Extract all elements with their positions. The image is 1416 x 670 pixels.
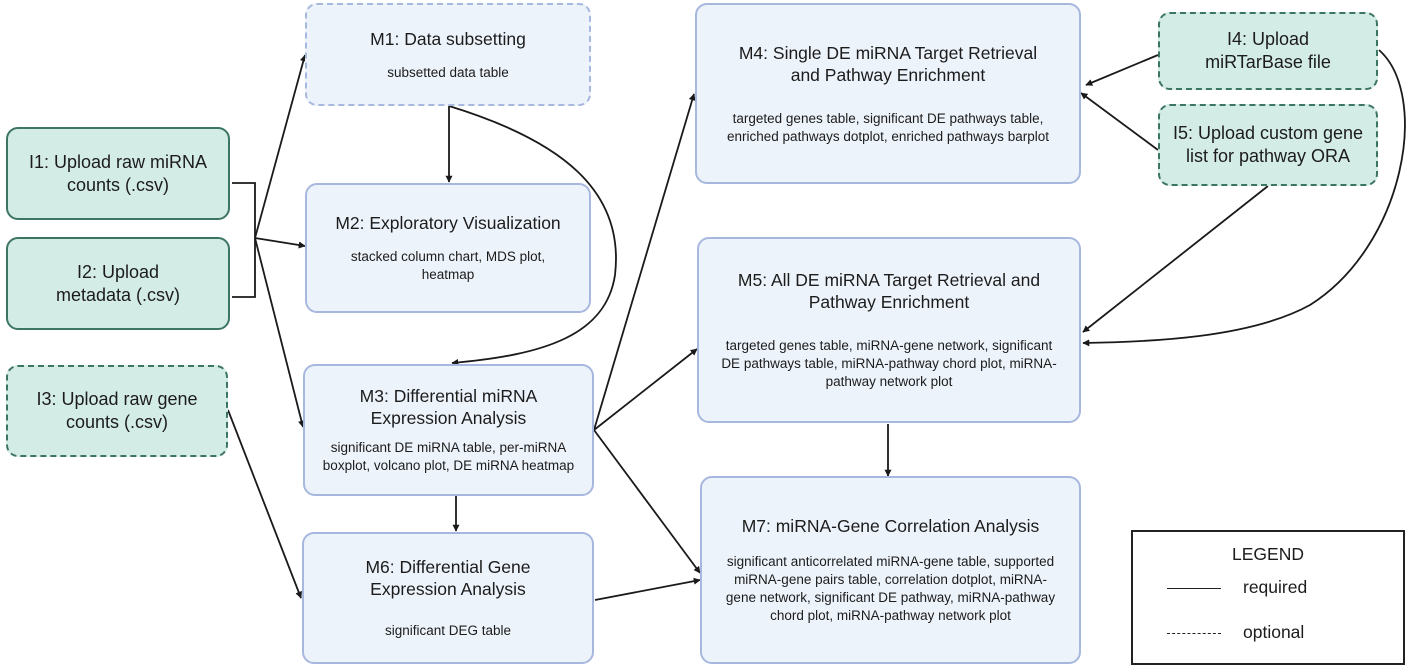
input-i1-label: I1: Upload raw miRNA counts (.csv) bbox=[28, 151, 208, 195]
edge-i5-m5 bbox=[1082, 185, 1269, 333]
module-m5-outputs: targeted genes table, miRNA-gene network… bbox=[721, 338, 1057, 389]
legend-required-label: required bbox=[1243, 577, 1308, 597]
legend-title: LEGEND bbox=[1232, 544, 1304, 564]
module-m5: M5: All DE miRNA Target Retrieval and Pa… bbox=[697, 237, 1081, 423]
edge-i5-m4 bbox=[1080, 92, 1159, 151]
module-m1-title: M1: Data subsetting bbox=[370, 28, 526, 49]
legend: LEGEND required optional bbox=[1131, 530, 1405, 665]
module-m6-outputs: significant DEG table bbox=[384, 623, 512, 638]
module-m4: M4: Single DE miRNA Target Retrieval and… bbox=[695, 3, 1081, 184]
legend-row-required: required bbox=[1133, 577, 1403, 601]
legend-row-optional: optional bbox=[1133, 622, 1403, 646]
edge-i4-m5 bbox=[1082, 49, 1406, 347]
input-i4-label: I4: Upload miRTarBase file bbox=[1205, 29, 1331, 72]
edge-to-m1 bbox=[254, 54, 307, 239]
module-m2: M2: Exploratory Visualization stacked co… bbox=[305, 183, 591, 313]
module-m7-title: M7: miRNA-Gene Correlation Analysis bbox=[741, 516, 1040, 536]
input-i3-label: I3: Upload raw gene counts (.csv) bbox=[36, 389, 198, 432]
module-m5-title: M5: All DE miRNA Target Retrieval and Pa… bbox=[737, 270, 1041, 312]
input-i2: I2: Upload metadata (.csv) bbox=[6, 237, 230, 330]
edge-i1-join bbox=[232, 182, 256, 238]
module-m1: M1: Data subsetting subsetted data table bbox=[305, 3, 591, 106]
module-m4-title: M4: Single DE miRNA Target Retrieval and… bbox=[738, 42, 1038, 85]
input-i1: I1: Upload raw miRNA counts (.csv) bbox=[6, 127, 230, 220]
input-i5: I5: Upload custom gene list for pathway … bbox=[1158, 104, 1378, 186]
module-m3-outputs: significant DE miRNA table, per-miRNA bo… bbox=[322, 440, 575, 473]
edge-i2-join bbox=[232, 238, 256, 298]
module-m2-title: M2: Exploratory Visualization bbox=[335, 213, 561, 233]
input-i2-label: I2: Upload metadata (.csv) bbox=[55, 261, 181, 305]
module-m1-outputs: subsetted data table bbox=[387, 64, 509, 80]
edge-i4-m4 bbox=[1085, 54, 1159, 86]
edge-m3-m7 bbox=[593, 429, 701, 574]
edge-to-m2 bbox=[254, 237, 306, 249]
edge-to-m3 bbox=[254, 237, 305, 428]
edge-i3-m6 bbox=[227, 409, 302, 599]
module-m2-outputs: stacked column chart, MDS plot, heatmap bbox=[350, 249, 546, 282]
module-m4-outputs: targeted genes table, significant DE pat… bbox=[727, 110, 1049, 144]
edge-m3-m5 bbox=[593, 348, 698, 431]
edge-m3-m4 bbox=[593, 93, 696, 431]
input-i5-label: I5: Upload custom gene list for pathway … bbox=[1172, 123, 1364, 166]
input-i3: I3: Upload raw gene counts (.csv) bbox=[6, 365, 228, 457]
legend-optional-label: optional bbox=[1243, 622, 1305, 642]
edge-m6-m7 bbox=[594, 577, 701, 601]
module-m6-title: M6: Differential Gene Expression Analysi… bbox=[365, 557, 531, 599]
module-m3-title: M3: Differential miRNA Expression Analys… bbox=[359, 386, 538, 428]
input-i4: I4: Upload miRTarBase file bbox=[1158, 12, 1378, 90]
module-m7: M7: miRNA-Gene Correlation Analysis sign… bbox=[700, 476, 1081, 664]
module-m3: M3: Differential miRNA Expression Analys… bbox=[303, 364, 594, 496]
legend-solid-line bbox=[1167, 588, 1221, 589]
module-m7-outputs: significant anticorrelated miRNA-gene ta… bbox=[725, 554, 1056, 623]
legend-dashed-line bbox=[1167, 633, 1221, 634]
module-m6: M6: Differential Gene Expression Analysi… bbox=[302, 532, 594, 664]
